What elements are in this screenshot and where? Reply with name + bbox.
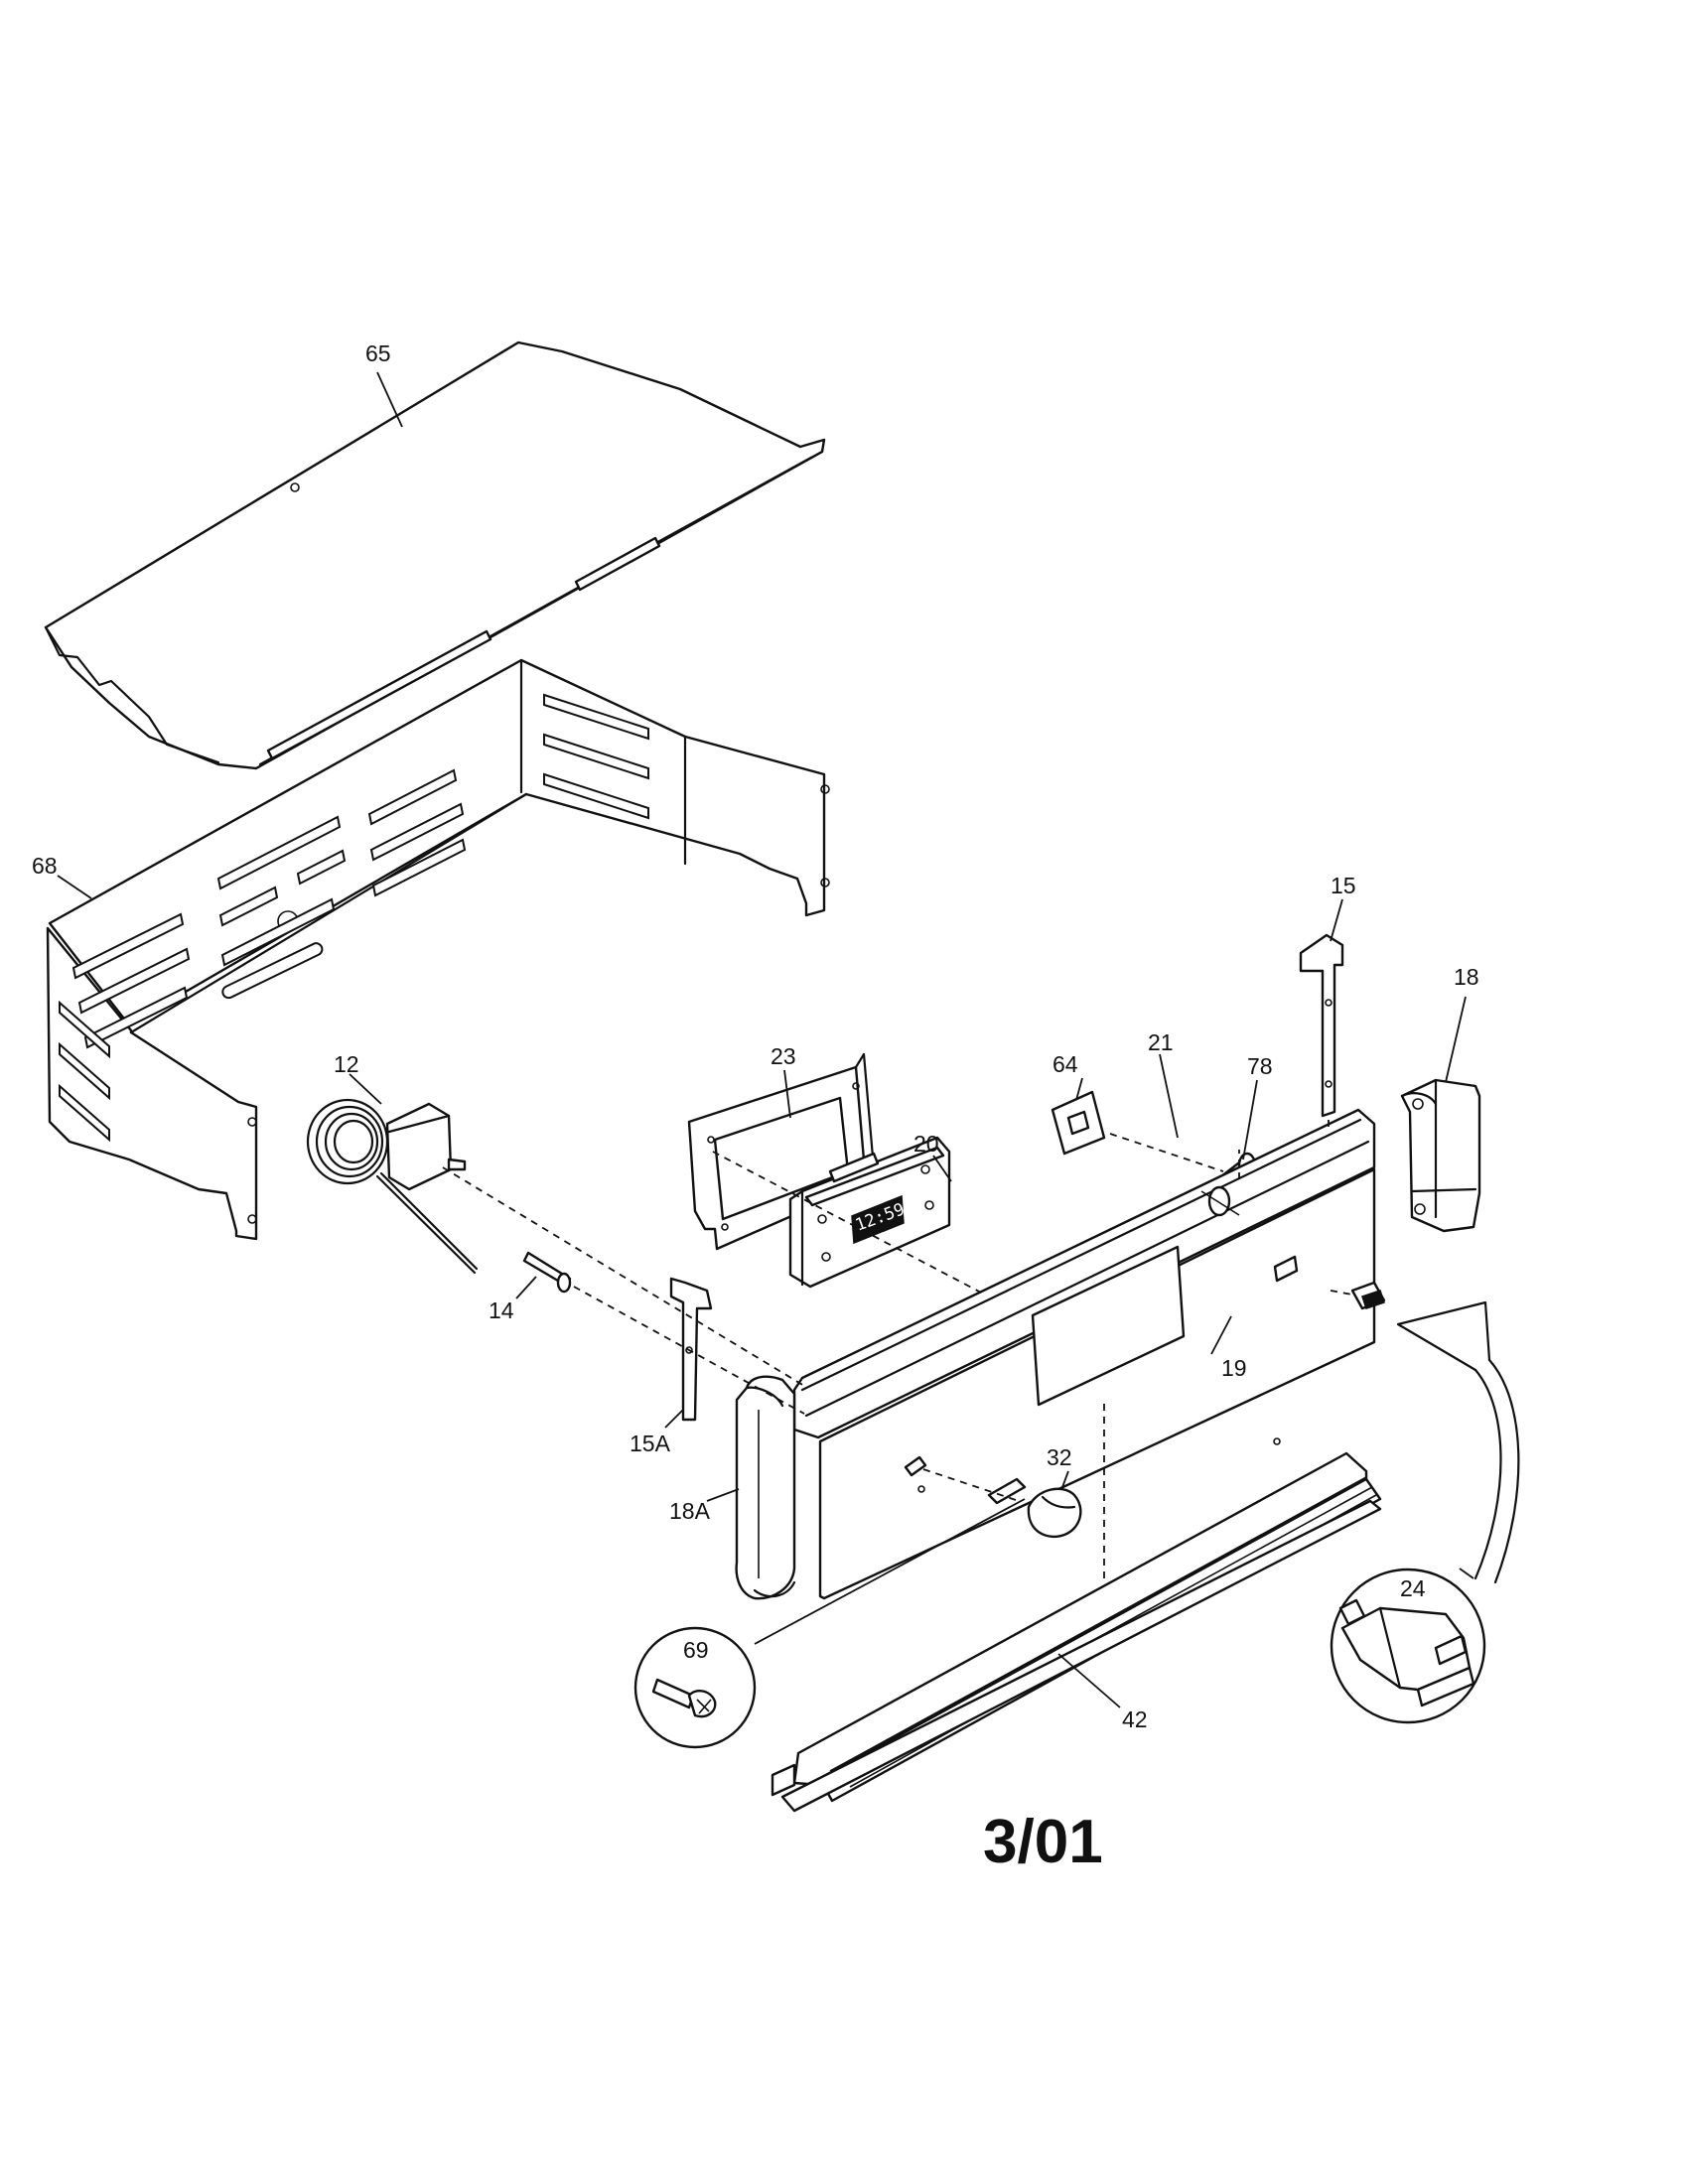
callout-64: 64 [1052,1051,1078,1077]
callout-65: 65 [365,341,391,366]
callout-20: 20 [913,1131,939,1157]
left-mounting-bracket [669,1277,713,1422]
callout-68: 68 [32,853,58,879]
callout-24: 24 [1400,1575,1426,1601]
callout-69: 69 [683,1637,709,1663]
callout-labels: 65 68 12 14 15 15A 18 18A 19 20 21 23 24… [32,341,1479,1732]
assembly-lines [442,1120,1353,1584]
callout-12: 12 [334,1051,359,1077]
clock-mounting-frame [687,1052,878,1251]
electronic-clock-timer: 12:59 [788,1136,951,1289]
callout-18: 18 [1454,964,1479,990]
bottom-trim-bar [771,1437,1382,1813]
rocker-switch-detail-inset [1330,1568,1486,1724]
callout-23: 23 [771,1043,796,1069]
right-end-cap [1400,1078,1481,1233]
callout-15a: 15A [630,1431,671,1456]
screw-detail-inset [633,1626,757,1749]
callout-18a: 18A [669,1498,711,1524]
rear-vented-housing [46,658,830,1241]
shaft-adapter [522,1251,572,1294]
control-panel-assembly [792,1108,1376,1600]
callout-42: 42 [1122,1706,1148,1732]
right-mounting-bracket [1299,933,1344,1118]
overlay-badge [1051,1090,1106,1156]
top-cover-panel [44,341,826,770]
callout-32: 32 [1047,1444,1072,1470]
panel-rocker-switch [1350,1281,1386,1310]
left-end-cap [735,1375,796,1600]
thermostat-control [306,1098,479,1275]
callout-14: 14 [489,1297,514,1323]
callout-21: 21 [1148,1029,1174,1055]
callout-15: 15 [1331,873,1356,898]
leader-lines [57,371,1474,1708]
callout-19: 19 [1221,1355,1247,1381]
detail-arrow [1396,1300,1520,1584]
revision-date: 3/01 [983,1808,1103,1876]
callout-78: 78 [1247,1053,1273,1079]
control-knob [904,1455,1082,1539]
